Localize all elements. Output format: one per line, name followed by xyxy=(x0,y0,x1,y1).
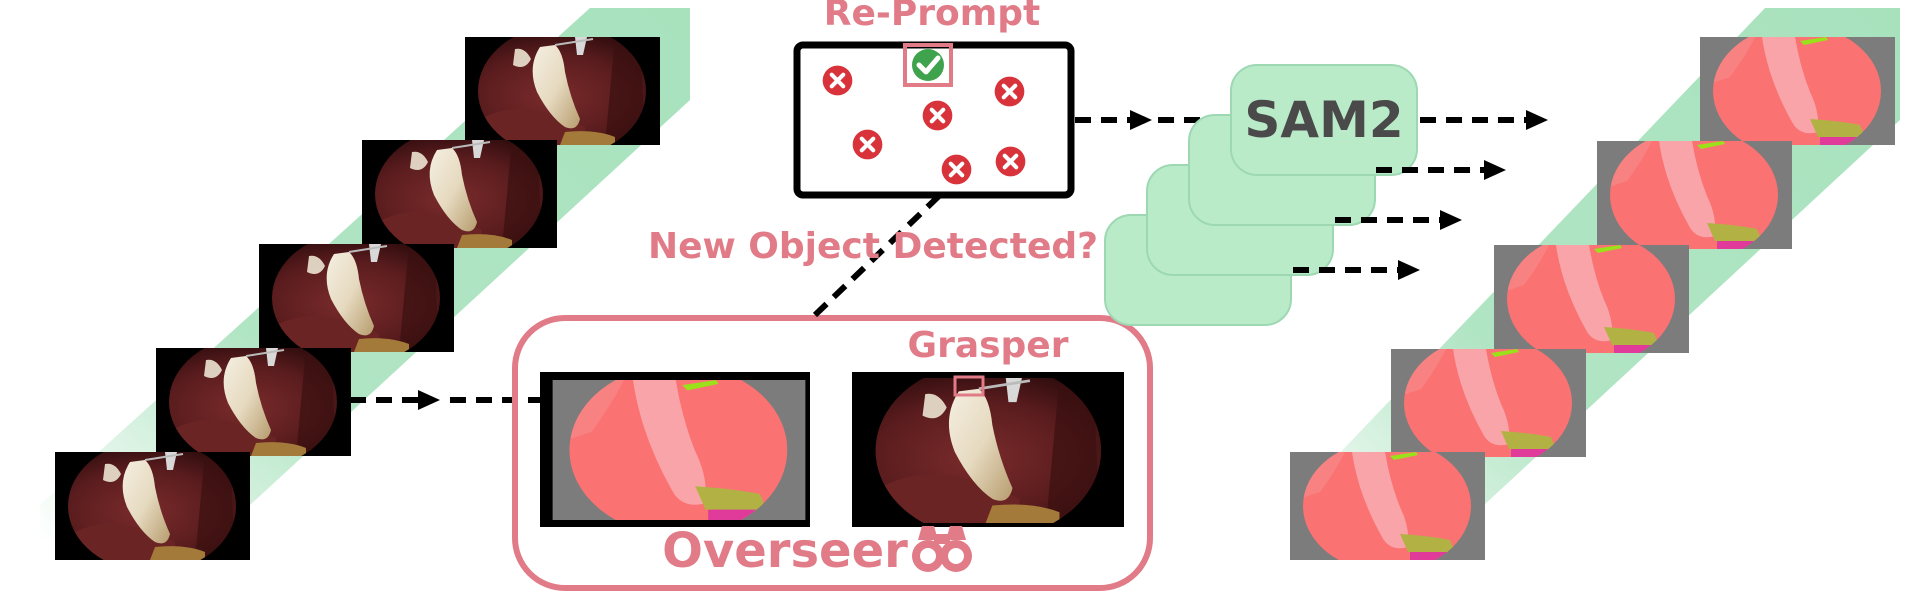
grasper-highlight-box xyxy=(953,375,985,397)
output-mask-stack xyxy=(1290,8,1900,560)
arrow-to-overseer xyxy=(350,390,540,410)
cross-circle-icon xyxy=(995,77,1025,107)
overseer-input-frame xyxy=(858,378,1120,523)
sam2-output-arrows xyxy=(1293,110,1548,280)
sam2-label: SAM2 xyxy=(1244,91,1403,149)
cross-circle-icon xyxy=(996,147,1026,177)
output-mask-frame xyxy=(1494,245,1689,353)
output-mask-frame xyxy=(1700,37,1895,145)
cross-circle-icon xyxy=(853,130,883,160)
binoculars-icon xyxy=(912,526,972,572)
reprompt-title: Re-Prompt xyxy=(824,0,1040,34)
input-frame xyxy=(55,452,250,560)
reprompt-module: Re-Prompt xyxy=(793,0,1075,199)
overseer-to-reprompt-connector xyxy=(812,192,943,318)
grasper-label: Grasper xyxy=(908,325,1069,366)
overseer-border xyxy=(512,315,1153,591)
input-frame xyxy=(362,140,557,248)
overseer-label: Overseer xyxy=(662,523,908,579)
cross-circle-icon xyxy=(942,155,972,185)
cross-circle-icon xyxy=(923,101,953,131)
overseer-mask-frame xyxy=(553,380,806,520)
new-object-question: New Object Detected? xyxy=(648,226,1098,267)
sam2-box xyxy=(1230,64,1418,176)
input-frame-stack xyxy=(40,8,690,560)
selected-prompt-highlight xyxy=(903,43,953,87)
input-frame xyxy=(156,348,351,456)
cross-circle-icon xyxy=(823,66,853,96)
overseer-module: Grasper Overseer xyxy=(512,315,1153,591)
output-mask-frame xyxy=(1597,141,1792,249)
check-circle-icon xyxy=(912,49,944,81)
output-mask-frame xyxy=(1391,349,1586,457)
sam2-stack: SAM2 xyxy=(1104,64,1418,326)
output-mask-frame xyxy=(1290,452,1485,560)
input-frame xyxy=(465,37,660,145)
input-frame xyxy=(259,244,454,352)
